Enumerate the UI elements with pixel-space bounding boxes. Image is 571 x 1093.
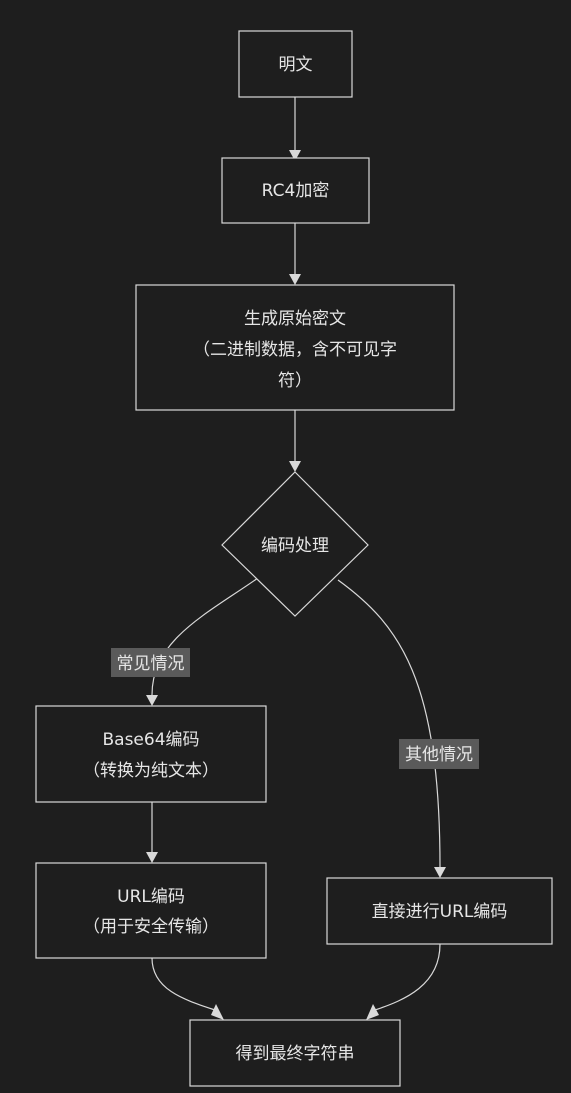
node-url: URL编码 （用于安全传输） (35, 862, 267, 959)
node-url-line2: （用于安全传输） (83, 917, 219, 937)
node-rc4: RC4加密 (221, 157, 370, 224)
node-direct-url-label: 直接进行URL编码 (372, 902, 508, 922)
node-plaintext: 明文 (238, 30, 353, 98)
arrowhead (211, 1004, 224, 1020)
node-base64: Base64编码 （转换为纯文本） (35, 705, 267, 803)
node-plaintext-label: 明文 (279, 55, 313, 75)
node-raw-cipher-line3: 符） (278, 371, 312, 391)
edge-label-other-bg (399, 739, 479, 769)
node-final: 得到最终字符串 (189, 1019, 401, 1087)
node-url-line1: URL编码 (117, 887, 185, 907)
node-rc4-label: RC4加密 (262, 181, 330, 201)
node-decision-diamond (221, 471, 369, 617)
edge-label-common-bg (111, 648, 190, 677)
node-decision-label: 编码处理 (261, 536, 329, 556)
edge-decision-to-base64 (151, 577, 259, 696)
node-decision: 编码处理 (221, 471, 369, 617)
node-plaintext-box (238, 30, 353, 98)
edges (146, 97, 446, 1020)
node-base64-box (35, 705, 267, 803)
node-direct-url: 直接进行URL编码 (326, 877, 553, 945)
edge-url-to-final (151, 957, 216, 1011)
edge-decision-to-direct-url (337, 579, 441, 868)
node-final-label: 得到最终字符串 (236, 1044, 355, 1064)
node-raw-cipher-line2: （二进制数据，含不可见字 (193, 340, 397, 360)
node-raw-cipher-box (135, 284, 455, 411)
node-url-box (35, 862, 267, 959)
node-base64-line1: Base64编码 (102, 730, 199, 750)
arrowhead (289, 461, 301, 472)
edge-label-other: 其他情况 (399, 739, 479, 769)
edge-label-common-text: 常见情况 (117, 654, 185, 674)
edge-label-common: 常见情况 (111, 648, 190, 677)
arrowhead (366, 1004, 379, 1020)
arrowhead (289, 274, 301, 285)
node-raw-cipher: 生成原始密文 （二进制数据，含不可见字 符） (135, 284, 455, 411)
node-direct-url-box (326, 877, 553, 945)
node-raw-cipher-line1: 生成原始密文 (244, 309, 346, 329)
edge-label-other-text: 其他情况 (405, 745, 473, 765)
node-rc4-box (221, 157, 370, 224)
edge-direct-url-to-final (374, 943, 441, 1011)
node-final-box (189, 1019, 401, 1087)
arrowhead (146, 695, 158, 706)
arrowhead (289, 150, 301, 161)
arrowhead (146, 852, 158, 863)
arrowhead (434, 867, 446, 878)
node-base64-line2: （转换为纯文本） (83, 761, 219, 781)
